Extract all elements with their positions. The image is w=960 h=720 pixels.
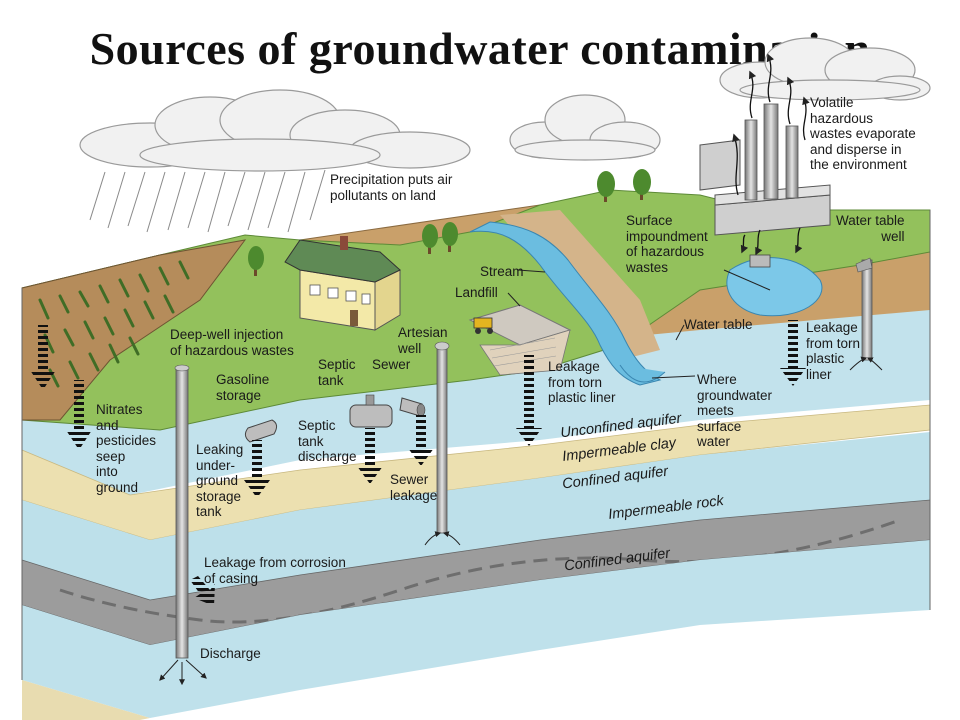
stream bbox=[469, 221, 662, 386]
label-deep-well-injection: Deep-well injection of hazardous wastes bbox=[170, 327, 294, 358]
label-precipitation: Precipitation puts air pollutants on lan… bbox=[330, 172, 453, 203]
surface-impoundment bbox=[726, 254, 823, 317]
label-septic-discharge: Septic tank discharge bbox=[298, 418, 357, 464]
label-gasoline-storage: Gasoline storage bbox=[216, 372, 270, 403]
label-leakage-torn-liner-right: Leakage from torn plastic liner bbox=[806, 320, 861, 382]
label-water-table-well: Water table well bbox=[836, 213, 905, 244]
label-leaking-tank: Leaking under- ground storage tank bbox=[196, 442, 244, 519]
contamination-arrows bbox=[30, 320, 806, 606]
artesian-well bbox=[424, 341, 461, 546]
label-nitrates-pesticides: Nitrates and pesticides seep into ground bbox=[96, 402, 157, 495]
trees bbox=[248, 169, 651, 276]
label-discharge: Discharge bbox=[200, 646, 261, 661]
label-stream: Stream bbox=[480, 264, 524, 279]
label-leakage-corrosion: Leakage from corrosion of casing bbox=[204, 555, 346, 586]
deep-well-injection bbox=[159, 364, 207, 686]
layer-confined-aquifer-upper bbox=[22, 432, 930, 600]
label-septic-tank: Septic tank bbox=[318, 357, 356, 388]
gasoline-tank bbox=[244, 419, 278, 443]
sewer-pipe bbox=[399, 397, 426, 417]
label-sewer: Sewer bbox=[372, 357, 411, 372]
layer-unconfined-aquifer bbox=[22, 310, 930, 495]
septic-tank bbox=[349, 394, 393, 428]
label-landfill: Landfill bbox=[455, 285, 498, 300]
leader-lines bbox=[507, 269, 771, 379]
label-leakage-torn-liner-mid: Leakage from torn plastic liner bbox=[548, 359, 616, 405]
block-outline bbox=[21, 210, 931, 680]
house bbox=[284, 236, 401, 331]
label-where-groundwater-meets: Where groundwater meets surface water bbox=[697, 372, 773, 449]
layer-confined-aquifer-lower bbox=[22, 540, 930, 718]
cloud-right bbox=[719, 37, 931, 101]
label-water-table: Water table bbox=[684, 317, 753, 332]
layer-bottom-clay bbox=[22, 680, 150, 720]
water-table-well bbox=[849, 257, 883, 371]
cloud-left bbox=[79, 89, 471, 172]
label-sewer-leakage: Sewer leakage bbox=[390, 472, 438, 503]
rain bbox=[89, 169, 326, 233]
label-volatile-wastes: Volatile hazardous wastes evaporate and … bbox=[810, 95, 916, 172]
label-surface-impoundment: Surface impoundment of hazardous wastes bbox=[626, 213, 708, 275]
factory bbox=[699, 53, 831, 256]
label-artesian-well: Artesian well bbox=[398, 325, 448, 356]
cloud-middle bbox=[509, 94, 661, 161]
